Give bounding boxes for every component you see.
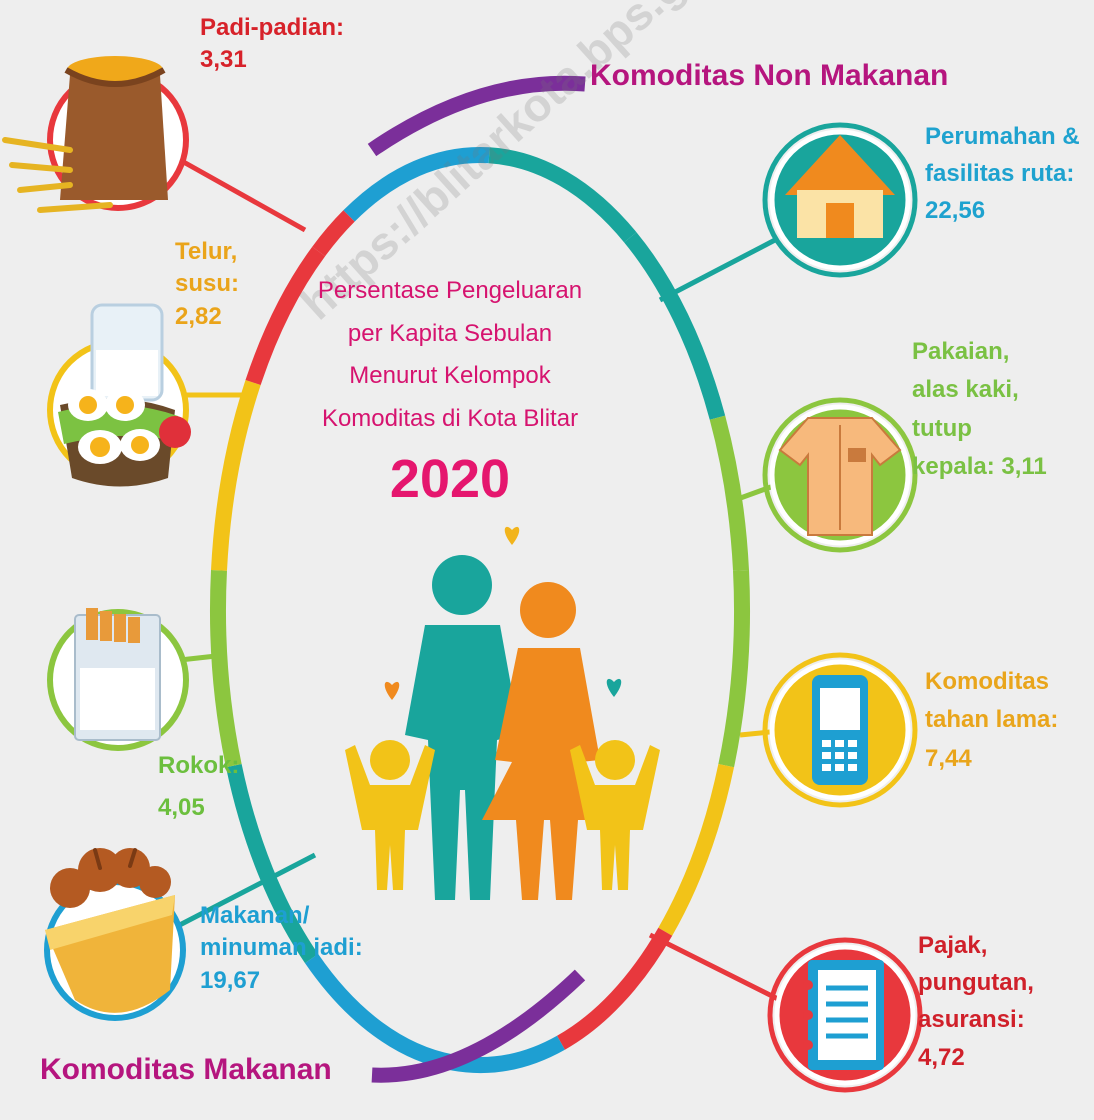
heart-icon (384, 681, 400, 700)
title-line: per Kapita Sebulan (347, 319, 553, 347)
ring-segment (718, 569, 750, 768)
infographic-title: Persentase Pengeluaran per Kapita Sebula… (280, 270, 620, 441)
ring-segment (245, 246, 326, 386)
food-header: Komoditas Makanan (40, 1053, 332, 1086)
ring-segment (312, 210, 355, 257)
rice-sack-icon (2, 56, 189, 213)
connector-lines (168, 157, 792, 1008)
ring-segment (556, 927, 673, 1050)
heart-icon (606, 678, 622, 697)
ring-segment (488, 147, 637, 243)
expenditure-ring (210, 147, 750, 1073)
year-label: 2020 (389, 449, 511, 509)
family-illustration (345, 526, 660, 900)
label-perumahan: Perumahan &fasilitas ruta:22,56 (925, 123, 1080, 225)
heart-icon (504, 526, 520, 545)
ring-segment (225, 763, 319, 964)
notebook-icon (767, 937, 923, 1093)
egg-milk-icon (47, 303, 191, 487)
non-food-header: Komoditas Non Makanan (590, 59, 949, 92)
connector-padi (178, 157, 307, 233)
connector-pajak (648, 932, 792, 1008)
top-purple-swoosh (367, 75, 586, 157)
label-pajak: Pajak,pungutan,asuransi:4,72 (918, 932, 1034, 1071)
ring-segment (343, 147, 490, 222)
cigarette-pack-icon (47, 608, 189, 751)
fried-chicken-bucket-icon (44, 848, 186, 1021)
label-telur-susu: Telur,susu:2,82 (175, 238, 240, 330)
connector-makanan (168, 852, 317, 933)
label-makanan-minuman: Makanan/minuman jadi:19,67 (200, 902, 363, 994)
title-line: Komoditas di Kota Blitar (321, 405, 579, 433)
ring-segment (709, 415, 749, 571)
ring-segment (210, 569, 242, 768)
title-line: Menurut Kelompok (349, 362, 551, 390)
ring-segment (624, 232, 726, 420)
shirt-icon (762, 397, 918, 553)
house-icon (762, 122, 918, 278)
ring-segment (211, 379, 261, 571)
label-padi-padian: Padi-padian:3,31 (200, 14, 345, 74)
bottom-purple-swoosh (371, 969, 586, 1083)
ring-segment (304, 954, 455, 1071)
mobile-phone-icon (762, 652, 918, 808)
ring-segment (658, 763, 735, 936)
label-rokok: Rokok:4,05 (158, 752, 240, 821)
title-line: Persentase Pengeluaran (317, 277, 583, 304)
connector-perumahan (658, 237, 777, 303)
